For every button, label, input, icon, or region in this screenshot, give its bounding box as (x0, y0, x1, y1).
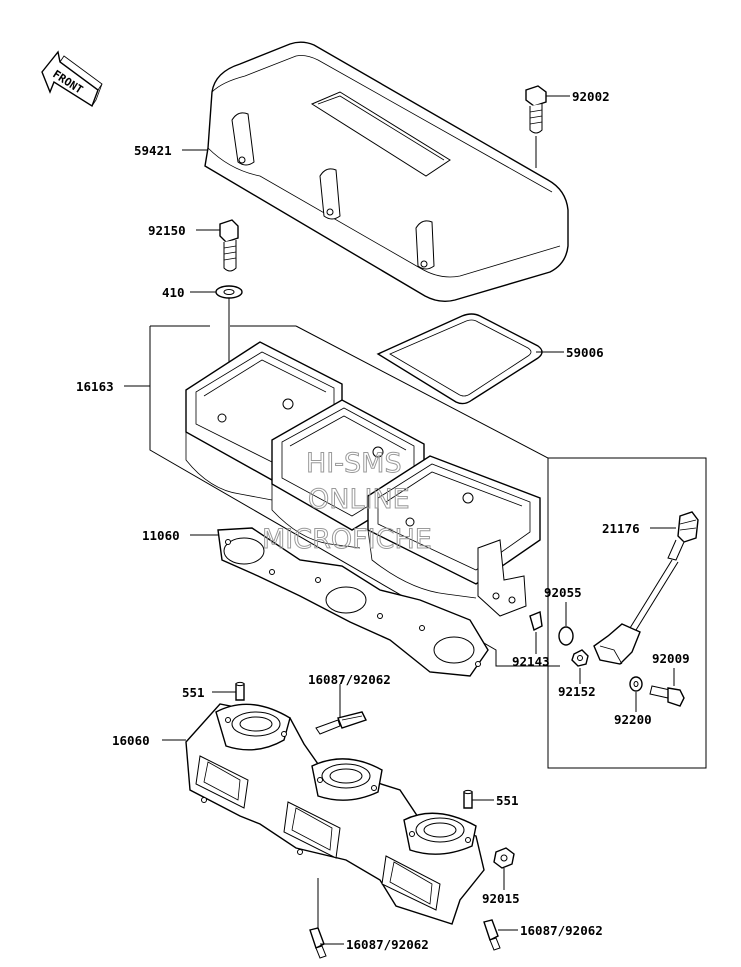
gasket-11060-part (217, 527, 489, 677)
manifold-16060-part (185, 703, 485, 925)
injector-16087b-part (309, 927, 327, 959)
nut-92152-part (571, 649, 589, 667)
bolt-92150-part (219, 219, 239, 272)
label-92009: 92009 (652, 651, 690, 666)
label-59006: 59006 (566, 345, 604, 360)
watermark-line-3: MICROFICHE (262, 524, 432, 555)
dowel-pin-551a-part (235, 681, 245, 701)
watermark-line-2: ONLINE (308, 484, 410, 515)
label-16087-right: 16087/92062 (520, 923, 603, 938)
gasket-59006-part (376, 313, 543, 405)
bolt-92002-part (525, 85, 547, 134)
watermark-line-1: HI-SMS (306, 448, 402, 479)
label-92143: 92143 (512, 654, 550, 669)
label-16087-bottom: 16087/92062 (346, 937, 429, 952)
throttle-body-part (185, 341, 541, 617)
label-410: 410 (162, 285, 185, 300)
label-92015: 92015 (482, 891, 520, 906)
part-labels: 59421 92002 92150 410 59006 16163 11060 … (76, 89, 690, 952)
leader-lines (124, 95, 676, 945)
sensor-21176-part (593, 511, 699, 665)
label-92002: 92002 (572, 89, 610, 104)
label-551-bottom: 551 (496, 793, 519, 808)
label-16163: 16163 (76, 379, 114, 394)
label-11060: 11060 (142, 528, 180, 543)
washer-92200-part (629, 676, 643, 692)
bolt-92009-part (649, 685, 685, 707)
injector-16087a-part (315, 711, 367, 735)
label-551-top: 551 (182, 685, 205, 700)
nut-92015-part (493, 847, 515, 869)
dowel-pin-551b-part (463, 789, 473, 809)
front-arrow-icon: FRONT (41, 50, 103, 108)
label-21176: 21176 (602, 521, 640, 536)
label-92150: 92150 (148, 223, 186, 238)
label-92055: 92055 (544, 585, 582, 600)
watermark: HI-SMS ONLINE MICROFICHE (262, 448, 433, 556)
label-16060: 16060 (112, 733, 150, 748)
label-92152: 92152 (558, 684, 596, 699)
label-59421: 59421 (134, 143, 172, 158)
o-ring-92055-part (558, 626, 574, 646)
injector-16087c-part (483, 919, 501, 951)
label-92200: 92200 (614, 712, 652, 727)
clip-92143-part (529, 611, 543, 632)
cover-part (204, 41, 569, 303)
label-16087-top: 16087/92062 (308, 672, 391, 687)
washer-410-part (215, 285, 243, 299)
